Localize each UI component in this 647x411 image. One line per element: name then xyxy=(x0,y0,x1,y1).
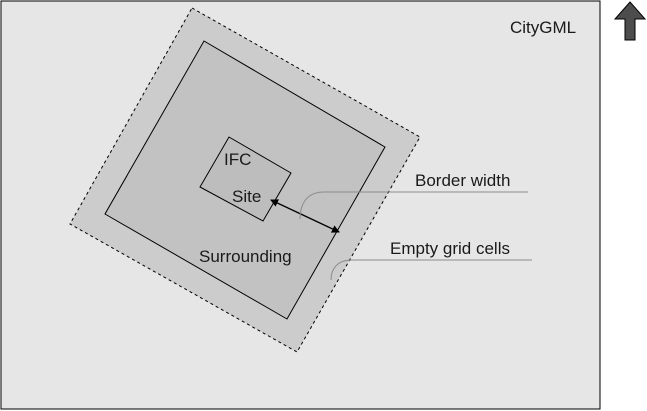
empty-grid-cells-label: Empty grid cells xyxy=(390,239,510,258)
empty-grid-cells-leader xyxy=(330,259,532,281)
surrounding-label: Surrounding xyxy=(199,247,292,266)
citygml-label: CityGML xyxy=(510,18,576,37)
border-width-arrow xyxy=(270,199,340,233)
border-width-leader xyxy=(299,191,528,220)
site-label: Site xyxy=(232,187,261,206)
arrow-up-icon xyxy=(613,1,647,41)
border-width-label: Border width xyxy=(415,171,510,190)
ifc-label: IFC xyxy=(224,150,251,169)
ifc-site-area xyxy=(199,136,292,222)
